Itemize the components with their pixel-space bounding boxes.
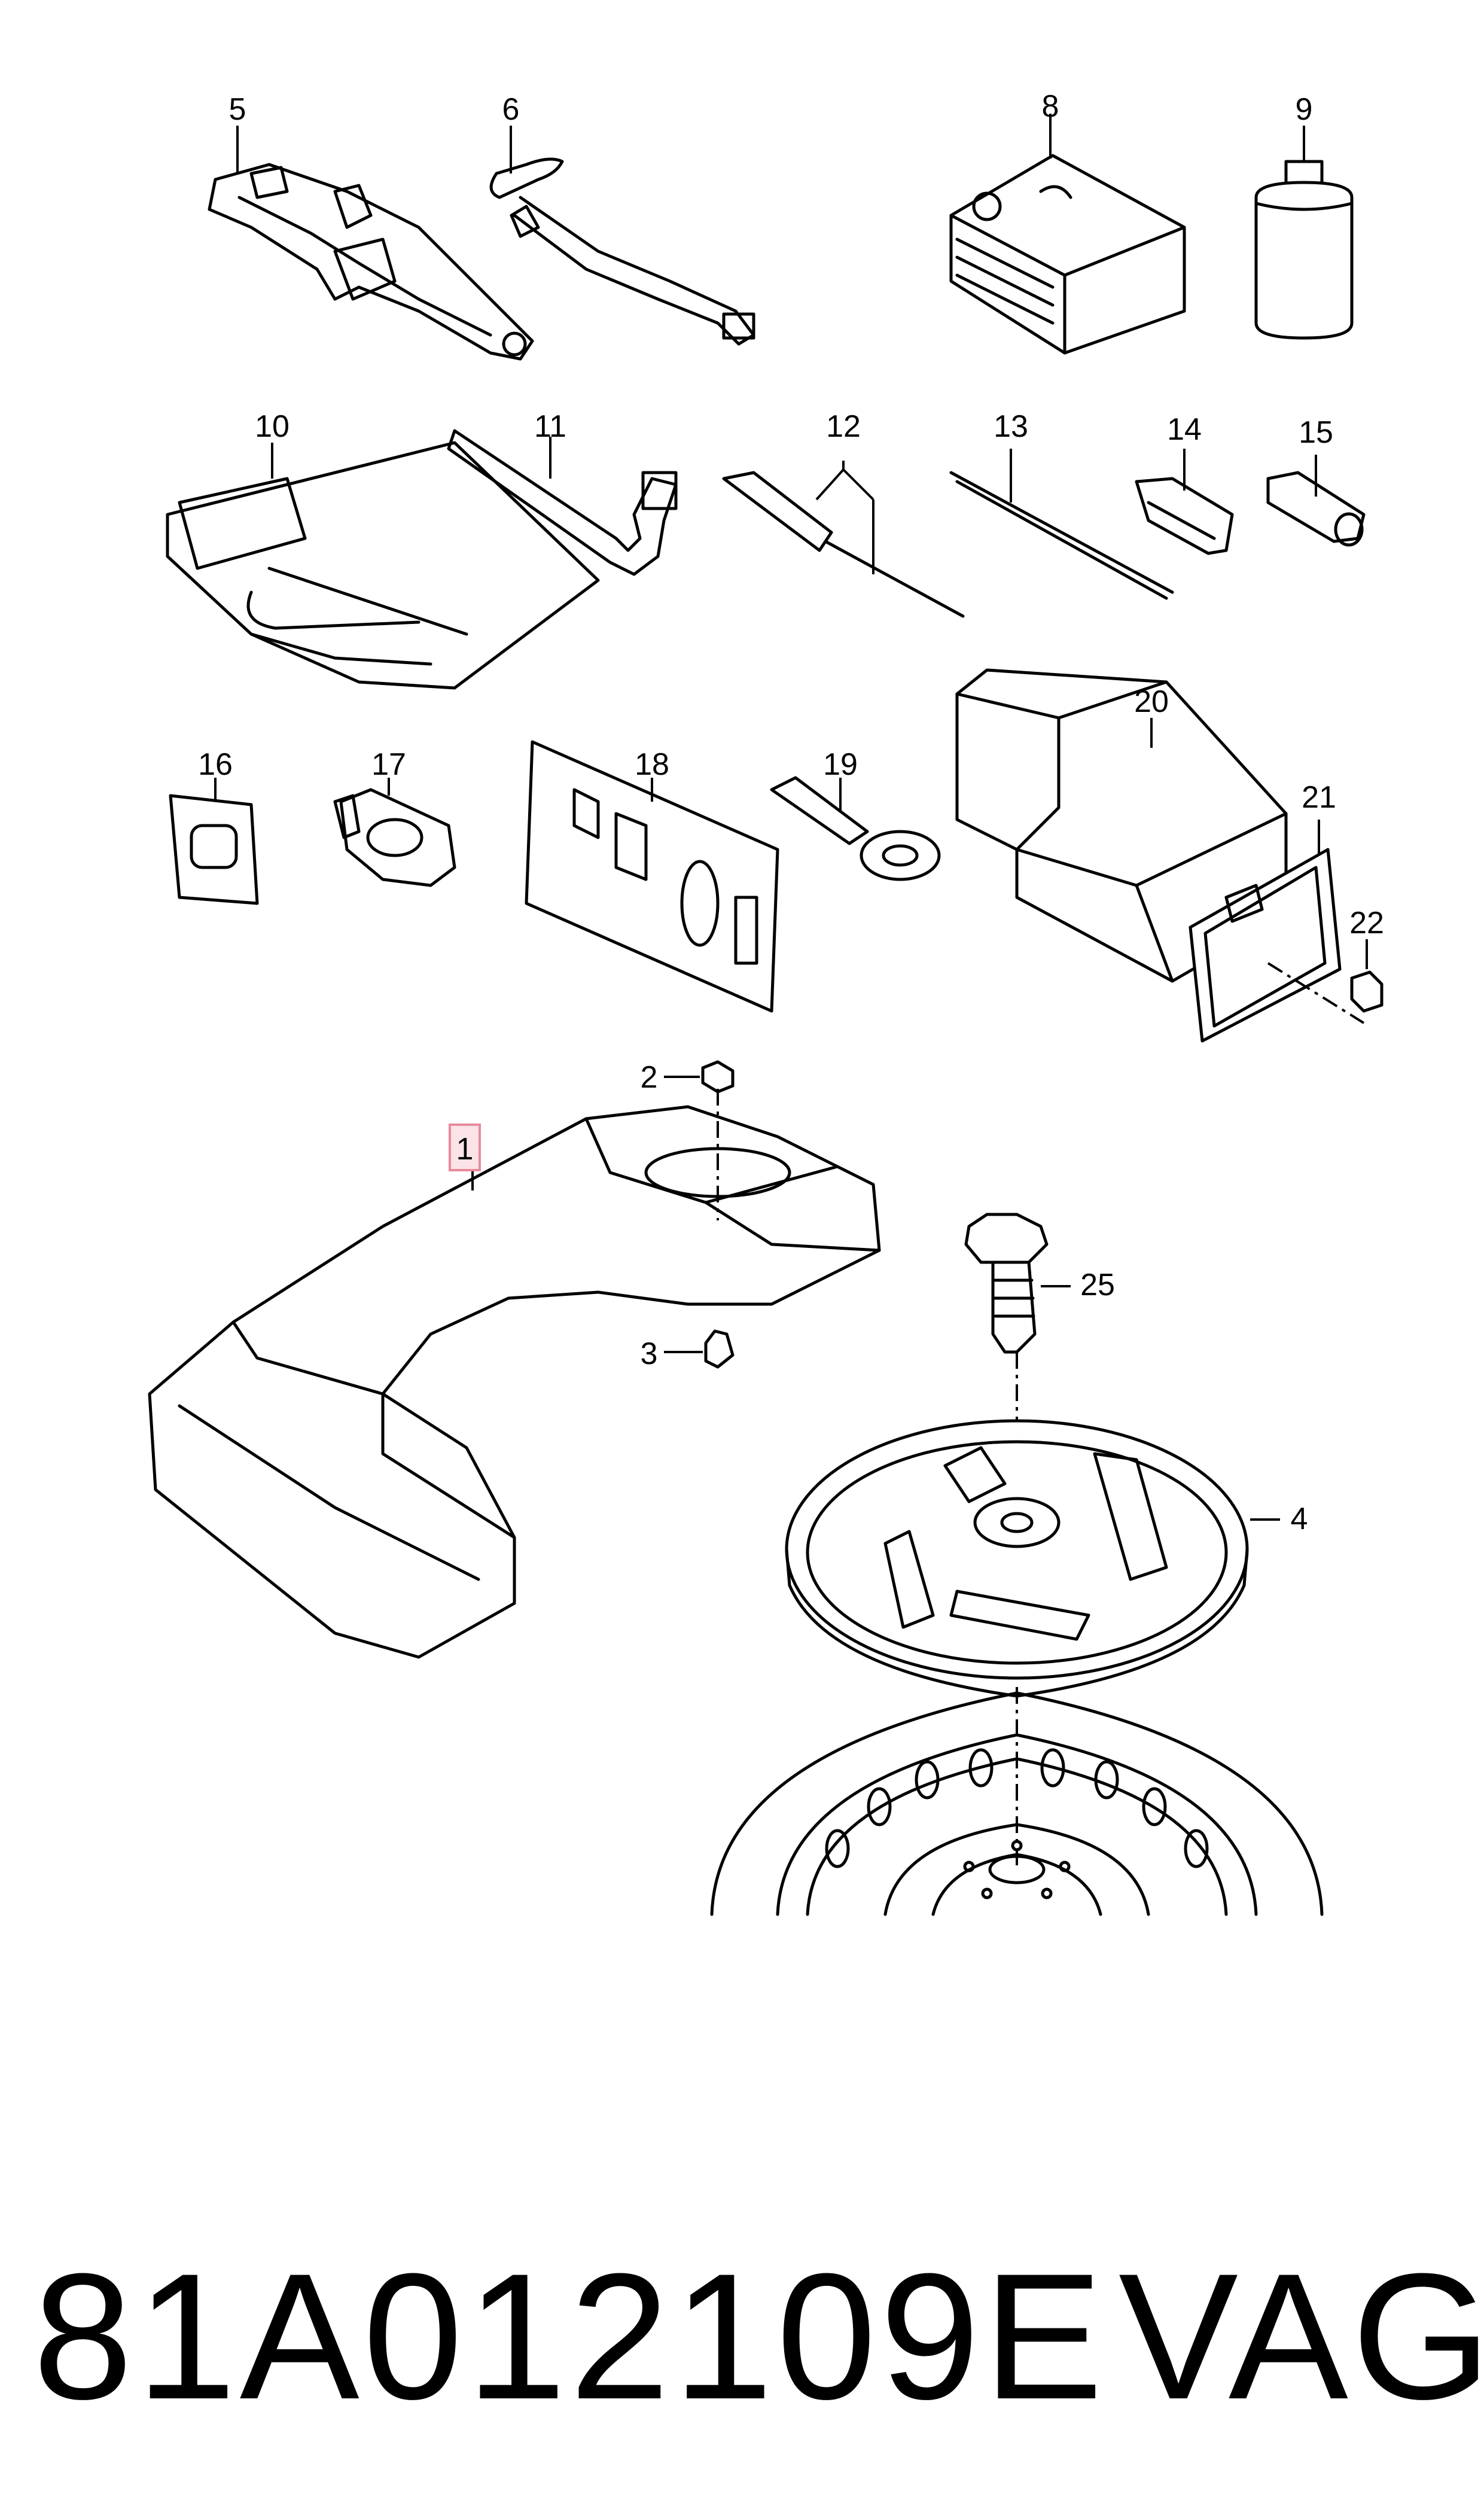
callout-8: 8 <box>1042 89 1059 124</box>
callout-22: 22 <box>1349 906 1384 940</box>
part-3-clip[interactable] <box>664 1329 735 1369</box>
part-2-nut[interactable] <box>664 1060 735 1094</box>
callout-19: 19 <box>823 747 858 782</box>
part-1-wheel-holder[interactable] <box>148 1089 881 1659</box>
callout-1-box: 1 <box>449 1123 481 1171</box>
callout-15: 15 <box>1299 415 1333 450</box>
part-16-label[interactable] <box>169 778 259 905</box>
part-5-scissor-jack[interactable] <box>208 126 534 361</box>
part-11-wheel-wrench[interactable] <box>447 429 678 576</box>
callout-1: 1 <box>456 1132 474 1167</box>
part-10-tool-bag[interactable] <box>166 441 600 690</box>
callout-17: 17 <box>371 747 406 782</box>
callout-11: 11 <box>534 409 566 444</box>
callout-13: 13 <box>994 409 1028 444</box>
callout-4: 4 <box>1291 1502 1308 1536</box>
callout-18: 18 <box>635 747 669 782</box>
part-9-sealant-bottle[interactable] <box>1254 126 1354 340</box>
part-21-frame[interactable] <box>1189 820 1365 1043</box>
part-4-wheel-insert[interactable] <box>785 1419 1280 1867</box>
part-8-compressor[interactable] <box>949 114 1186 355</box>
part-number: 81A012109E <box>33 2236 1107 2437</box>
part-22-nut[interactable] <box>1350 939 1384 1013</box>
callout-3: 3 <box>641 1336 658 1371</box>
callout-6: 6 <box>502 92 520 127</box>
footer: 81A012109E VAG <box>0 2237 1484 2435</box>
callout-25: 25 <box>1080 1268 1115 1302</box>
callout-5: 5 <box>229 92 246 127</box>
part-18-tray[interactable] <box>525 740 779 1013</box>
part-6-wheel-brace[interactable] <box>489 126 755 346</box>
callout-10: 10 <box>255 409 290 444</box>
callout-12: 12 <box>826 409 861 444</box>
part-15-adapter[interactable] <box>1266 455 1366 547</box>
brand-name: VAG <box>1119 2236 1484 2437</box>
callout-9: 9 <box>1296 92 1313 127</box>
part-25-bolt[interactable] <box>964 1213 1071 1484</box>
callout-14: 14 <box>1167 412 1202 447</box>
callout-21: 21 <box>1302 780 1336 815</box>
part-20-foam-insert[interactable] <box>955 668 1288 983</box>
part-12-screwdriver[interactable] <box>722 461 965 618</box>
part-14-clip[interactable] <box>1135 449 1234 555</box>
spare-wheel <box>710 1691 1324 1916</box>
part-13-rod[interactable] <box>949 449 1174 600</box>
part-17-bolt-adapter[interactable] <box>333 778 456 887</box>
callout-16: 16 <box>198 747 233 782</box>
part-19-towing-eye[interactable] <box>770 776 941 881</box>
callout-2: 2 <box>641 1060 658 1095</box>
callout-20: 20 <box>1134 684 1169 719</box>
